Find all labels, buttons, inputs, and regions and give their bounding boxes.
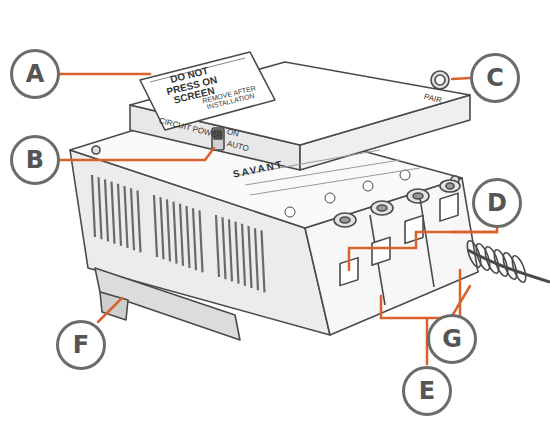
callout-letter: B	[26, 148, 44, 172]
callout-letter: F	[73, 333, 89, 357]
callout-circle: A	[10, 49, 60, 99]
callout-letter: D	[487, 191, 507, 215]
callout-circle: C	[470, 53, 520, 103]
callout-letter: E	[419, 379, 435, 403]
callout-circle: E	[402, 366, 452, 416]
callout-circle: G	[427, 314, 477, 364]
callout-letter: C	[486, 66, 504, 90]
callout-circle: D	[472, 178, 522, 228]
callout-circle: B	[10, 135, 60, 185]
callout-circle: F	[56, 320, 106, 370]
callout-letter: A	[26, 62, 45, 86]
callout-letter: G	[442, 327, 462, 351]
